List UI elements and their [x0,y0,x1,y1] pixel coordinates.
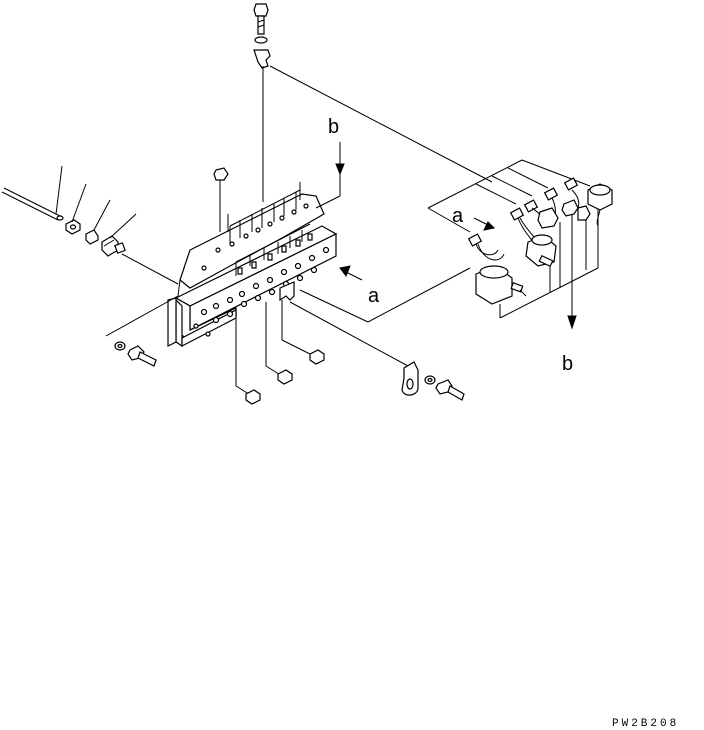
connector-2 [511,208,524,220]
block-top-fittings [238,234,312,274]
sensor-small-2 [578,206,590,220]
pressure-sensor-left [476,266,526,304]
top-clip [254,50,270,68]
leader-fitting-to-block [122,254,178,284]
valve-block [168,226,336,346]
cable-clamp [402,362,418,395]
leader-sensor-block [368,268,470,322]
top-bolt [254,4,268,34]
hex-nut [66,220,80,234]
block-ports [194,248,329,337]
fitting [102,236,125,256]
bottom-bolt-2 [278,370,292,384]
pressure-sensor-middle [526,235,556,266]
label-a-left: a [368,285,380,307]
block-top-bolt [214,168,228,232]
upper-plate [178,194,324,296]
bottom-bolt-1 [246,390,260,404]
label-b-upper-group: b [316,116,344,208]
connector-3 [525,200,538,212]
figure-code: PW2B208 [612,718,679,730]
leader-block-clamp [290,302,408,366]
long-rod [2,188,63,220]
block-harness-lines [236,224,310,276]
clamp-bolt [436,380,464,400]
sensor-head-right [538,208,558,228]
leader-block-left-bolt [106,296,178,336]
sleeve [86,230,98,244]
bottom-left-bolt [128,346,156,366]
label-b-lower-group: b [562,282,576,375]
label-b-upper: b [328,116,339,138]
leader-top-clip [270,66,492,182]
label-b-lower: b [562,353,573,375]
label-a-left-group: a [340,266,380,307]
bottom-bolt-3 [310,350,324,364]
leader-sleeve [94,200,110,230]
connector-harness-frame [428,160,598,318]
bottom-left-washer [115,342,125,350]
block-bracket [280,282,294,300]
leader-block-sensor [300,290,368,322]
upper-harness-lines [228,182,300,244]
connector-4 [545,188,558,200]
leader-nut [72,184,86,222]
leader-block-bolt-3b [282,340,314,356]
clamp-washer [425,376,435,384]
sensor-small [562,200,578,216]
leader-rod [56,166,62,214]
label-a-right-group: a [452,205,494,230]
connector-5 [565,178,578,190]
switch-right [588,184,612,226]
label-a-right: a [452,205,464,227]
leader-fitting [110,214,136,238]
top-washer [255,37,267,43]
connector-1 [469,234,482,246]
